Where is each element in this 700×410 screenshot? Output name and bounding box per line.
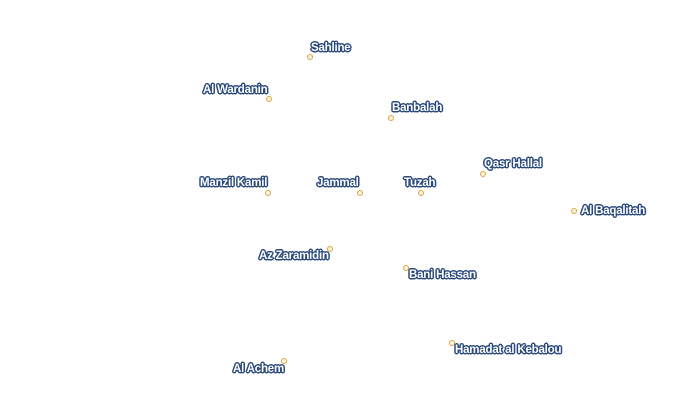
place-marker-al-wardanin[interactable] bbox=[266, 96, 272, 102]
place-label-al-wardanin: Al Wardanin bbox=[203, 84, 268, 96]
place-label-qasr-hallal: Qasr Hallal bbox=[484, 158, 542, 170]
place-marker-manzil-kamil[interactable] bbox=[265, 190, 271, 196]
place-label-al-achem: Al Achem bbox=[233, 363, 285, 375]
place-label-banbalah: Banbalah bbox=[392, 102, 443, 114]
place-marker-az-zaramidin[interactable] bbox=[327, 246, 333, 252]
place-marker-banbalah[interactable] bbox=[388, 115, 394, 121]
place-marker-al-baqalitah[interactable] bbox=[571, 208, 577, 214]
place-label-al-baqalitah: Al Baqalitah bbox=[581, 205, 646, 217]
place-marker-bani-hassan[interactable] bbox=[403, 265, 409, 271]
place-marker-jammal[interactable] bbox=[357, 190, 363, 196]
place-label-bani-hassan: Bani Hassan bbox=[409, 269, 476, 281]
place-label-hamadat-al-kebalou: Hamadat al Kebalou bbox=[455, 344, 562, 356]
place-label-sahline: Sahline bbox=[311, 42, 351, 54]
place-marker-qasr-hallal[interactable] bbox=[480, 171, 486, 177]
place-marker-hamadat-al-kebalou[interactable] bbox=[449, 340, 455, 346]
place-label-jammal: Jammal bbox=[317, 177, 359, 189]
place-marker-tuzah[interactable] bbox=[418, 190, 424, 196]
place-label-az-zaramidin: Az Zaramidin bbox=[259, 250, 329, 262]
place-label-manzil-kamil: Manzil Kamil bbox=[200, 177, 268, 189]
place-marker-al-achem[interactable] bbox=[281, 358, 287, 364]
place-marker-sahline[interactable] bbox=[307, 54, 313, 60]
place-label-tuzah: Tuzah bbox=[404, 177, 436, 189]
